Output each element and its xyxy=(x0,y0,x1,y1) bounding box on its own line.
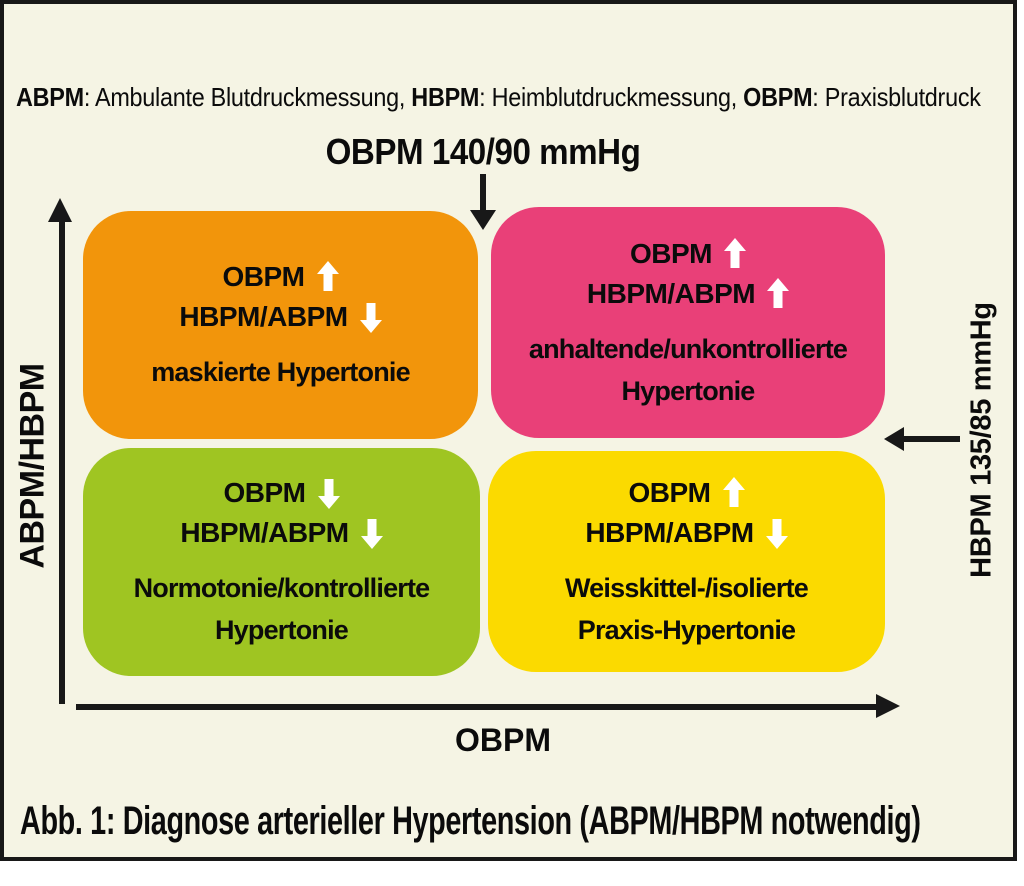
obpm-threshold-label: OBPM 140/90 mmHg xyxy=(325,131,641,172)
quadrant-normotonie: OBPM HBPM/ABPM Normotonie/kontrollierte … xyxy=(83,448,480,676)
diagnosis-line: Hypertonie xyxy=(621,375,755,406)
quadrant-maskierte-hypertonie: OBPM HBPM/ABPM maskierte Hypertonie xyxy=(83,211,478,439)
down-arrow-icon xyxy=(361,517,383,549)
measure-text: HBPM/ABPM xyxy=(179,301,348,332)
diagnosis-line: Weisskittel-/isolierte xyxy=(564,572,809,603)
measure-text: HBPM/ABPM xyxy=(585,516,754,548)
x-axis-line xyxy=(76,704,878,710)
quadrant-anhaltende-hypertonie: OBPM HBPM/ABPM anhaltende/unkontrolliert… xyxy=(491,207,885,438)
diagnosis-label: maskierte Hypertonie xyxy=(151,351,410,393)
measure-line: OBPM xyxy=(629,473,745,513)
diagnosis-line: Praxis-Hypertonie xyxy=(577,614,796,645)
legend-term-hbpm: HBPM xyxy=(411,82,480,112)
down-arrow-icon xyxy=(766,517,788,549)
legend-desc-hbpm: : Heimblutdruckmessung, xyxy=(479,82,744,112)
diagnosis-line: Hypertonie xyxy=(214,615,349,645)
measure-text: OBPM xyxy=(222,261,306,292)
measure-text: OBPM xyxy=(628,476,712,508)
figure-caption: Abb. 1: Diagnose arterieller Hypertensio… xyxy=(20,799,921,843)
measure-line: HBPM/ABPM xyxy=(180,513,382,553)
measure-line: HBPM/ABPM xyxy=(587,274,789,314)
measure-line: HBPM/ABPM xyxy=(179,297,381,337)
diagnosis-line: anhaltende/unkontrollierte xyxy=(528,333,848,364)
up-arrow-icon xyxy=(723,477,745,509)
legend-term-abpm: ABPM xyxy=(16,82,84,112)
diagnosis-label: anhaltende/unkontrollierte Hypertonie xyxy=(528,328,848,412)
up-arrow-icon xyxy=(317,261,339,293)
down-arrow-icon xyxy=(318,477,340,509)
hbpm-threshold-label: HBPM 135/85 mmHg xyxy=(965,302,998,578)
measure-text: HBPM/ABPM xyxy=(180,517,349,548)
up-arrow-icon xyxy=(767,278,789,310)
measure-line: OBPM xyxy=(224,473,340,513)
quadrant-weisskittel-hypertonie: OBPM HBPM/ABPM Weisskittel-/isolierte Pr… xyxy=(488,451,885,672)
diagnosis-label: Weisskittel-/isolierte Praxis-Hypertonie xyxy=(564,567,809,651)
up-arrow-icon xyxy=(724,238,746,270)
down-arrowhead-icon xyxy=(470,210,496,230)
y-axis-arrowhead-icon xyxy=(48,198,72,222)
measure-text: HBPM/ABPM xyxy=(586,277,756,309)
measure-line: HBPM/ABPM xyxy=(585,513,787,553)
down-arrow-icon xyxy=(360,301,382,333)
left-arrowhead-icon xyxy=(884,427,904,451)
diagnosis-label: Normotonie/kontrollierte Hypertonie xyxy=(133,567,431,651)
x-axis-label: OBPM xyxy=(455,722,551,758)
measure-text: OBPM xyxy=(630,237,713,269)
measure-text: OBPM xyxy=(223,477,307,508)
legend-desc-obpm: : Praxisblutdruck xyxy=(812,82,981,112)
legend-desc-abpm: : Ambulante Blutdruckmessung, xyxy=(83,82,412,112)
legend-term-obpm: OBPM xyxy=(743,82,813,112)
diagnosis-line: maskierte Hypertonie xyxy=(151,357,410,387)
y-axis-label: ABPM/HBPM xyxy=(13,363,52,569)
measure-line: OBPM xyxy=(223,257,339,297)
x-axis-arrowhead-icon xyxy=(876,694,900,718)
measure-line: OBPM xyxy=(630,234,746,274)
diagnosis-line: Normotonie/kontrollierte xyxy=(133,573,431,603)
legend: ABPM: Ambulante Blutdruckmessung, HBPM: … xyxy=(16,82,981,113)
down-arrow-icon xyxy=(480,174,486,212)
y-axis-line xyxy=(59,220,65,704)
left-arrow-icon xyxy=(902,436,960,442)
